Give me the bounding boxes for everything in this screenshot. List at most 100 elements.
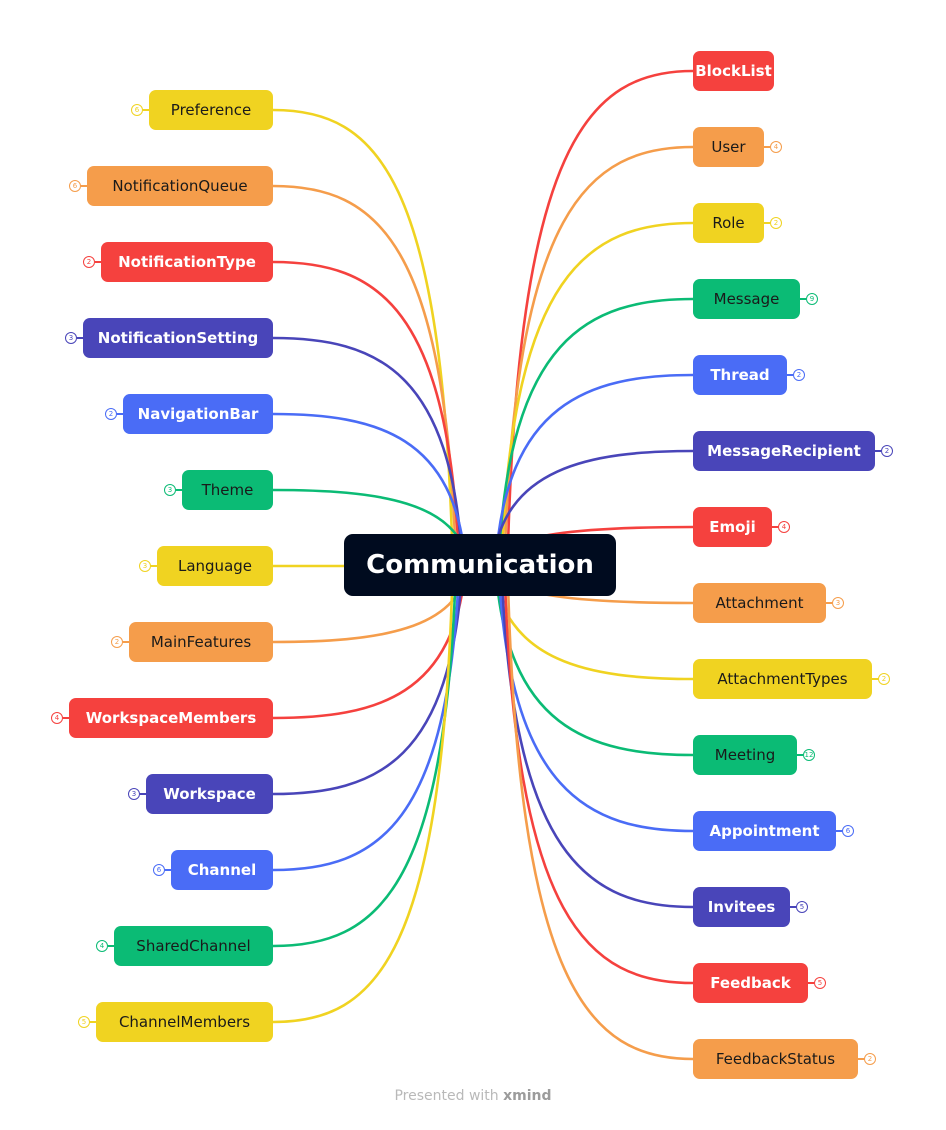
collapsed-count-badge[interactable]: 5 bbox=[78, 1016, 90, 1028]
topic-user[interactable]: User bbox=[693, 127, 764, 167]
collapsed-count-badge[interactable]: 3 bbox=[139, 560, 151, 572]
branch-line-left bbox=[271, 260, 461, 567]
collapsed-count-badge[interactable]: 3 bbox=[832, 597, 844, 609]
collapsed-count-badge[interactable]: 2 bbox=[111, 636, 123, 648]
topic-notificationtype[interactable]: NotificationType bbox=[101, 242, 273, 282]
branch-line-left bbox=[271, 108, 455, 567]
badge-connector bbox=[117, 413, 123, 415]
badge-connector bbox=[808, 982, 814, 984]
collapsed-count-badge[interactable]: 6 bbox=[153, 864, 165, 876]
branch-line-left bbox=[271, 412, 467, 567]
badge-connector bbox=[140, 793, 146, 795]
collapsed-count-badge[interactable]: 2 bbox=[83, 256, 95, 268]
badge-connector bbox=[872, 678, 878, 680]
collapsed-count-badge[interactable]: 2 bbox=[770, 217, 782, 229]
topic-feedbackstatus[interactable]: FeedbackStatus bbox=[693, 1039, 858, 1079]
collapsed-count-badge[interactable]: 2 bbox=[878, 673, 890, 685]
branch-line-right bbox=[503, 563, 695, 985]
badge-connector bbox=[95, 261, 101, 263]
collapsed-count-badge[interactable]: 2 bbox=[793, 369, 805, 381]
topic-attachment[interactable]: Attachment bbox=[693, 583, 826, 623]
branch-line-right bbox=[494, 373, 695, 567]
footer-credit: Presented with xmind bbox=[0, 1088, 946, 1104]
collapsed-count-badge[interactable]: 6 bbox=[131, 104, 143, 116]
collapsed-count-badge[interactable]: 2 bbox=[881, 445, 893, 457]
branch-line-left bbox=[271, 184, 458, 567]
badge-connector bbox=[123, 641, 129, 643]
footer-brand: xmind bbox=[503, 1088, 552, 1104]
topic-workspacemembers[interactable]: WorkspaceMembers bbox=[69, 698, 273, 738]
collapsed-count-badge[interactable]: 2 bbox=[105, 408, 117, 420]
topic-navigationbar[interactable]: NavigationBar bbox=[123, 394, 273, 434]
collapsed-count-badge[interactable]: 4 bbox=[778, 521, 790, 533]
badge-connector bbox=[826, 602, 832, 604]
collapsed-count-badge[interactable]: 6 bbox=[69, 180, 81, 192]
badge-connector bbox=[787, 374, 793, 376]
topic-messagerecipient[interactable]: MessageRecipient bbox=[693, 431, 875, 471]
badge-connector bbox=[772, 526, 778, 528]
badge-connector bbox=[90, 1021, 96, 1023]
topic-invitees[interactable]: Invitees bbox=[693, 887, 790, 927]
badge-connector bbox=[151, 565, 157, 567]
collapsed-count-badge[interactable]: 6 bbox=[842, 825, 854, 837]
collapsed-count-badge[interactable]: 5 bbox=[796, 901, 808, 913]
topic-language[interactable]: Language bbox=[157, 546, 273, 586]
topic-preference[interactable]: Preference bbox=[149, 90, 273, 130]
topic-mainfeatures[interactable]: MainFeatures bbox=[129, 622, 273, 662]
badge-connector bbox=[176, 489, 182, 491]
collapsed-count-badge[interactable]: 5 bbox=[814, 977, 826, 989]
badge-connector bbox=[77, 337, 83, 339]
badge-connector bbox=[797, 754, 803, 756]
collapsed-count-badge[interactable]: 2 bbox=[864, 1053, 876, 1065]
branch-line-right bbox=[497, 297, 695, 567]
collapsed-count-badge[interactable]: 3 bbox=[164, 484, 176, 496]
branch-line-right bbox=[491, 449, 695, 567]
topic-theme[interactable]: Theme bbox=[182, 470, 273, 510]
central-topic[interactable]: Communication bbox=[344, 534, 616, 596]
topic-thread[interactable]: Thread bbox=[693, 355, 787, 395]
badge-connector bbox=[81, 185, 87, 187]
collapsed-count-badge[interactable]: 12 bbox=[803, 749, 815, 761]
topic-message[interactable]: Message bbox=[693, 279, 800, 319]
topic-meeting[interactable]: Meeting bbox=[693, 735, 797, 775]
collapsed-count-badge[interactable]: 4 bbox=[51, 712, 63, 724]
badge-connector bbox=[836, 830, 842, 832]
branch-line-right bbox=[497, 563, 695, 833]
badge-connector bbox=[764, 146, 770, 148]
topic-workspace[interactable]: Workspace bbox=[146, 774, 273, 814]
branch-line-left bbox=[271, 563, 458, 948]
topic-sharedchannel[interactable]: SharedChannel bbox=[114, 926, 273, 966]
badge-connector bbox=[858, 1058, 864, 1060]
topic-channelmembers[interactable]: ChannelMembers bbox=[96, 1002, 273, 1042]
collapsed-count-badge[interactable]: 4 bbox=[96, 940, 108, 952]
badge-connector bbox=[800, 298, 806, 300]
branch-line-right bbox=[506, 563, 695, 1061]
branch-line-left bbox=[271, 563, 464, 796]
topic-attachmenttypes[interactable]: AttachmentTypes bbox=[693, 659, 872, 699]
badge-connector bbox=[764, 222, 770, 224]
badge-connector bbox=[63, 717, 69, 719]
topic-notificationqueue[interactable]: NotificationQueue bbox=[87, 166, 273, 206]
badge-connector bbox=[790, 906, 796, 908]
badge-connector bbox=[143, 109, 149, 111]
topic-channel[interactable]: Channel bbox=[171, 850, 273, 890]
badge-connector bbox=[108, 945, 114, 947]
branch-line-right bbox=[503, 145, 695, 567]
collapsed-count-badge[interactable]: 9 bbox=[806, 293, 818, 305]
topic-appointment[interactable]: Appointment bbox=[693, 811, 836, 851]
branch-line-left bbox=[271, 563, 455, 1024]
topic-role[interactable]: Role bbox=[693, 203, 764, 243]
branch-line-left bbox=[271, 336, 464, 567]
collapsed-count-badge[interactable]: 3 bbox=[128, 788, 140, 800]
topic-blocklist[interactable]: BlockList bbox=[693, 51, 774, 91]
collapsed-count-badge[interactable]: 4 bbox=[770, 141, 782, 153]
collapsed-count-badge[interactable]: 3 bbox=[65, 332, 77, 344]
badge-connector bbox=[165, 869, 171, 871]
branch-line-right bbox=[500, 221, 695, 567]
footer-prefix: Presented with bbox=[394, 1088, 504, 1104]
topic-notificationsetting[interactable]: NotificationSetting bbox=[83, 318, 273, 358]
topic-feedback[interactable]: Feedback bbox=[693, 963, 808, 1003]
badge-connector bbox=[875, 450, 881, 452]
topic-emoji[interactable]: Emoji bbox=[693, 507, 772, 547]
